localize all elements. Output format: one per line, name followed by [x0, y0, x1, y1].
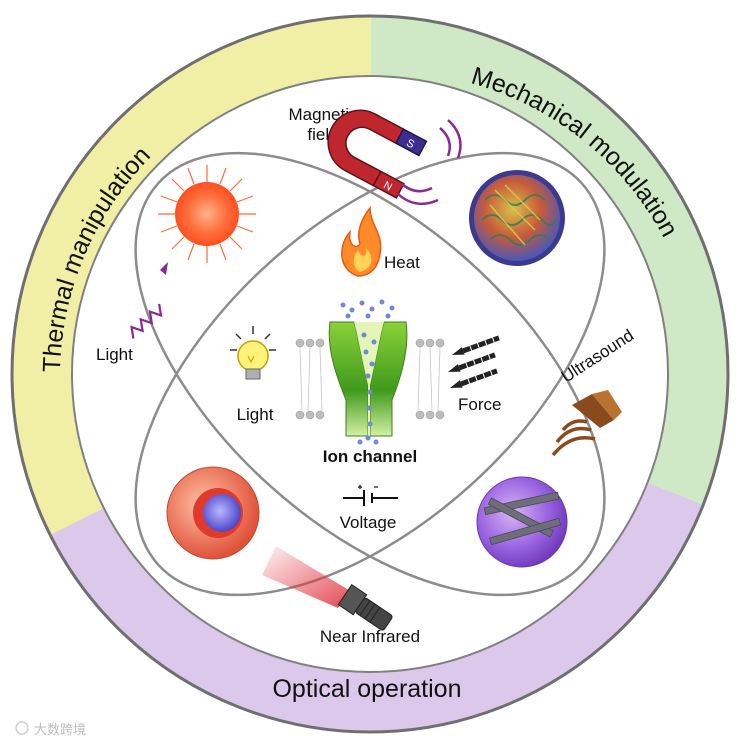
light-outer-label: Light [96, 345, 133, 364]
heat-label: Heat [384, 253, 420, 272]
wave-icon [130, 262, 168, 339]
protein-sphere-icon [469, 170, 565, 266]
watermark-text: 大数跨境 [34, 722, 86, 737]
flashlight-icon [262, 546, 393, 631]
force-label: Force [458, 395, 501, 414]
magnet-icon: S N [327, 109, 428, 199]
rod-sphere-icon [476, 476, 568, 568]
core-shell-sphere-icon [166, 466, 260, 560]
voltage-label: Voltage [340, 513, 397, 532]
watermark-logo-icon [15, 721, 29, 735]
battery-icon [343, 485, 398, 506]
ellipse-a [134, 151, 606, 597]
ion-channel-icon [328, 299, 408, 445]
nanoparticle-sun-icon [158, 165, 256, 263]
magnetic-wave-icon [397, 119, 462, 206]
ellipse-b [134, 151, 606, 597]
ion-channel-label: Ion channel [323, 447, 417, 466]
ultrasound-transducer-icon [551, 390, 622, 457]
lipid-tails [299, 346, 441, 412]
light-bulb-icon [230, 326, 276, 380]
flame-icon [341, 205, 382, 277]
outer-ring-border [10, 14, 730, 734]
dart-arrows-icon [448, 335, 500, 388]
light-inner-label: Light [237, 405, 274, 424]
optical-operation-label: Optical operation [272, 675, 461, 703]
near-infrared-label: Near Infrared [320, 627, 420, 646]
lipid-row [295, 338, 445, 420]
